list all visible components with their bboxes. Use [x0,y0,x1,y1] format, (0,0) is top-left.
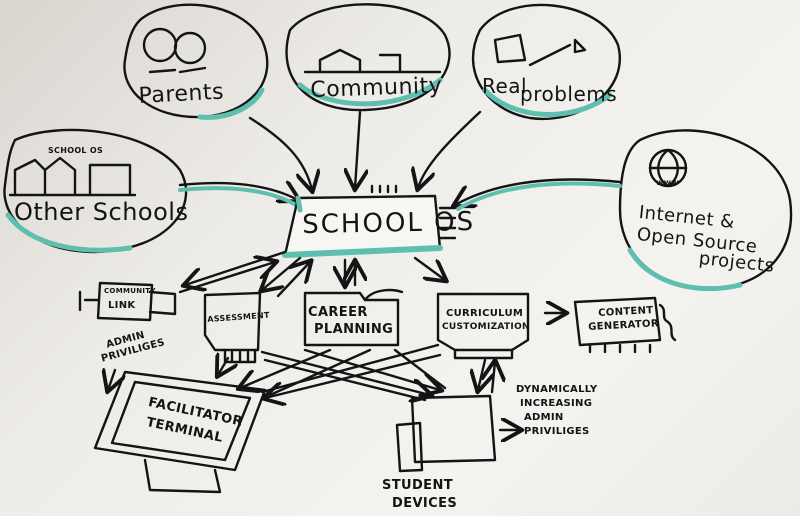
school-os-box [282,184,457,258]
community-bubble [285,3,451,112]
internet-bubble [618,129,793,292]
www-label: www [656,178,680,187]
real-problems-bubble [471,3,621,121]
student-label-1: STUDENT [382,478,454,493]
student-label-2: DEVICES [392,496,458,511]
parents-label: Parents [138,79,225,109]
community-link-label-1: COMMUNITY [104,287,156,295]
community-link-label-2: LINK [108,300,136,311]
content-generator-chip [573,296,677,354]
career-label-1: CAREER [308,305,368,320]
curriculum-label-2: CUSTOMIZATION [442,322,530,332]
career-label-2: PLANNING [314,322,394,337]
parents-bubble [123,3,269,120]
dyn-label-4: PRIVILIGES [524,426,590,437]
community-link-usb [78,281,177,322]
other-schools-note: SCHOOL OS [48,146,104,155]
school-os-title: SCHOOL OS [302,206,476,240]
community-label: Community [310,73,443,103]
real-problems-label-1: Real [482,74,528,98]
dyn-label-2: INCREASING [520,398,593,409]
dyn-label-1: DYNAMICALLY [516,384,598,395]
curriculum-label-1: CURRICULUM [446,308,524,319]
facilitator-terminal [93,370,267,494]
other-schools-label: Other Schools [14,198,189,226]
career-planning-folder [303,288,404,347]
dyn-label-3: ADMIN [524,412,564,423]
other-schools-bubble [3,128,188,254]
assessment-chip [203,291,262,364]
real-problems-label-2: problems [520,82,618,106]
student-devices [395,394,520,473]
